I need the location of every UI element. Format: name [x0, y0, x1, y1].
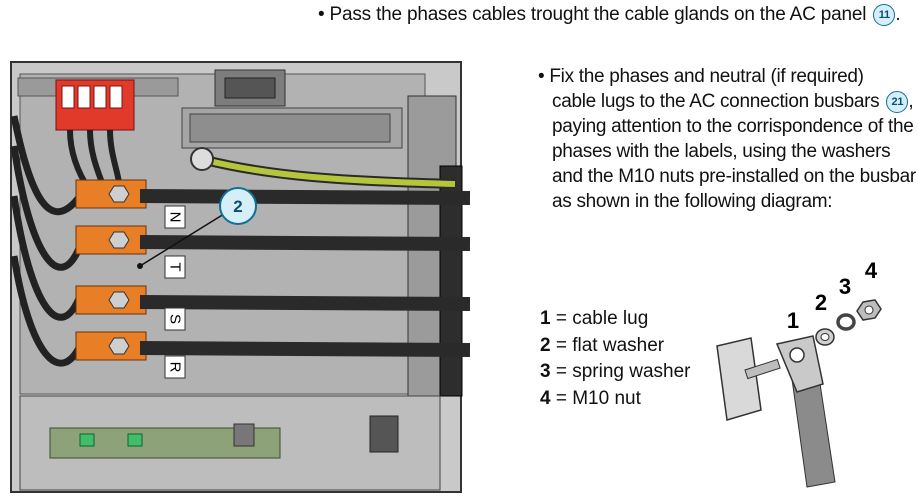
- legend-item: 3 = spring washer: [540, 359, 691, 386]
- legend-number: 3: [540, 361, 551, 382]
- callout-circle: [219, 187, 257, 225]
- top-bracket-slot: [224, 77, 276, 99]
- phase-cable: [139, 295, 471, 311]
- cable-lug-hole: [789, 347, 805, 363]
- busbar-r: [75, 331, 471, 361]
- surge-module: [61, 85, 75, 109]
- diagram-number-3: 3: [839, 274, 851, 299]
- busbar-n: [75, 179, 471, 209]
- cable-lug: [775, 335, 824, 393]
- nut: [108, 231, 130, 249]
- cable: [10, 115, 83, 216]
- component: [233, 423, 255, 447]
- label-box-r: [164, 355, 186, 379]
- phase-cable: [139, 341, 471, 357]
- surge-module: [93, 85, 107, 109]
- legend-sep: =: [550, 334, 573, 356]
- callout-number: 2: [233, 197, 242, 216]
- label-box-t: [164, 255, 186, 279]
- callout-dot: [137, 263, 143, 269]
- phase-cable: [139, 189, 471, 205]
- label-box-n: [164, 205, 186, 229]
- bullet: •: [538, 66, 545, 87]
- fix-instruction: • Fix the phases and neutral (if require…: [538, 64, 918, 214]
- flat-washer-hole: [820, 333, 830, 341]
- legend-sep: =: [550, 361, 573, 382]
- legend-label: cable lug: [572, 308, 649, 329]
- legend-item: 4 = M10 nut: [540, 386, 691, 413]
- cover-plate-inner: [189, 113, 391, 143]
- surge-module: [109, 85, 123, 109]
- legend-number: 4: [540, 387, 551, 409]
- fix-line-2: cable lugs to the AC connection busbars: [552, 91, 880, 112]
- period: .: [895, 4, 901, 25]
- diagram-number-2: 2: [815, 290, 827, 315]
- nut: [108, 337, 130, 355]
- legend-sep: =: [550, 308, 573, 329]
- connector: [127, 433, 143, 447]
- reference-circle-11: 11: [873, 4, 896, 26]
- cable: [10, 145, 84, 271]
- ac-panel-illustration: N T S R 2: [10, 61, 471, 493]
- legend-number: 1: [540, 308, 551, 329]
- legend-sep: =: [550, 387, 573, 409]
- parts-legend: 1 = cable lug 2 = flat washer 3 = spring…: [540, 306, 691, 412]
- spring-washer: [836, 313, 856, 331]
- diagram-number-1: 1: [787, 308, 799, 333]
- label-box-s: [164, 307, 186, 331]
- busbar: [75, 179, 147, 209]
- legend-item: 2 = flat washer: [540, 333, 691, 360]
- busbar-plate: [716, 337, 762, 421]
- fix-line-6: as shown in the following diagram:: [552, 191, 833, 212]
- ground-lug: [190, 147, 214, 171]
- fix-line-3: paying attention to the corrispondence o…: [552, 116, 914, 137]
- hardware-diagram: 1 2 3 4: [716, 258, 882, 488]
- gland-instruction-text: Pass the phases cables trought the cable…: [329, 4, 867, 25]
- legend-label: spring washer: [572, 361, 691, 382]
- fix-line-5: and the M10 nuts pre-installed on the bu…: [552, 166, 916, 187]
- diagram-number-4: 4: [865, 258, 878, 283]
- callout-line: [139, 208, 233, 267]
- relay: [369, 415, 399, 453]
- nut: [108, 185, 130, 203]
- gland-instruction: • Pass the phases cables trought the cab…: [318, 4, 901, 26]
- legend-number: 2: [540, 334, 551, 356]
- cable: [10, 195, 84, 321]
- nut: [108, 291, 130, 309]
- reference-circle-21: 21: [886, 91, 909, 113]
- busbar-t: [75, 225, 471, 255]
- phase-cable: [139, 235, 471, 251]
- busbar-s: [75, 285, 471, 315]
- connector: [79, 433, 95, 447]
- bullet: •: [318, 4, 325, 25]
- cable: [10, 255, 84, 367]
- fix-line-1: Fix the phases and neutral (if required): [549, 66, 864, 87]
- fix-line-4: phases with the labels, using the washer…: [552, 141, 891, 162]
- stud: [744, 358, 781, 380]
- ground-cable: [204, 157, 456, 187]
- legend-item: 1 = cable lug: [540, 306, 691, 333]
- legend-label: M10 nut: [572, 387, 641, 409]
- phase-label-s: S: [167, 314, 184, 324]
- phase-label-r: R: [167, 362, 184, 373]
- surge-module: [77, 85, 91, 109]
- legend-label: flat washer: [572, 334, 665, 356]
- gland-panel: [439, 165, 463, 397]
- m10-nut-hole: [864, 305, 874, 315]
- phase-label-n: N: [167, 212, 184, 223]
- phase-label-t: T: [167, 262, 184, 271]
